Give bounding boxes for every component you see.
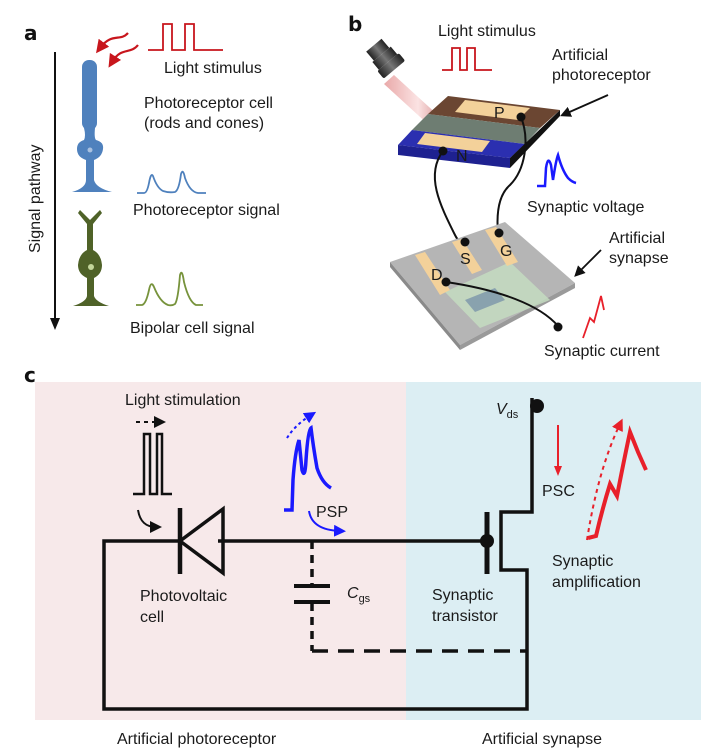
panel-b-letter: b	[348, 12, 362, 36]
signal-pathway-arrowhead	[50, 318, 60, 330]
synaptic-current-waveform	[582, 295, 605, 339]
panel-a-letter: a	[24, 21, 38, 45]
bipolar-signal-waveform	[136, 271, 203, 307]
synapse-pointer-arrow	[574, 249, 602, 277]
wire-p-to-g	[496, 116, 527, 234]
circuit-loop-wire	[102, 398, 534, 711]
region-artificial-synapse	[406, 382, 701, 720]
synaptic-current-label: Synaptic current	[544, 343, 660, 360]
cgs-label: Cgs	[347, 585, 371, 605]
b-light-stimulus-label: Light stimulus	[438, 23, 536, 40]
photoreceptor-cell-label-line2: (rods and cones)	[144, 115, 264, 132]
light-arrow-icon	[108, 44, 139, 68]
bipolar-cell-icon	[73, 210, 109, 306]
photoreceptor-pointer-arrow	[560, 94, 609, 117]
psc-arrowhead	[554, 466, 562, 476]
stimulus-to-diode-arrow	[137, 509, 162, 533]
artificial-synapse-label-line2: synapse	[609, 250, 669, 267]
photoreceptor-signal-label: Photoreceptor signal	[133, 202, 280, 219]
psc-waveform	[587, 425, 648, 540]
artificial-synapse-device: S G D	[390, 222, 575, 350]
light-stimulus-label: Light stimulus	[164, 60, 262, 77]
artificial-photoreceptor-label-line2: photoreceptor	[552, 67, 651, 84]
synaptic-amplification-label-line1: Synaptic	[552, 553, 613, 570]
amplification-growth-arrow	[586, 418, 623, 541]
circuit	[102, 398, 534, 711]
vds-node	[530, 399, 544, 413]
synaptic-voltage-waveform	[537, 151, 577, 188]
terminal-d-label: D	[431, 267, 443, 284]
psp-direction-arrow	[308, 510, 346, 537]
photoreceptor-cell-icon	[72, 60, 112, 192]
terminal-g-label: G	[500, 243, 512, 260]
b-light-stimulus-waveform	[442, 47, 492, 71]
light-stimulation-label: Light stimulation	[125, 392, 241, 409]
signal-pathway-label: Signal pathway	[27, 144, 44, 253]
psp-growth-arrow	[286, 411, 317, 439]
wire-d-out	[445, 281, 559, 327]
photoreceptor-cell-label-line1: Photoreceptor cell	[144, 95, 273, 112]
terminal-n-label: N	[456, 148, 468, 165]
synaptic-transistor-label-line2: transistor	[432, 608, 498, 625]
synaptic-amplification-label-line2: amplification	[552, 574, 641, 591]
bipolar-signal-label: Bipolar cell signal	[130, 320, 255, 337]
photovoltaic-cell-label-line1: Photovoltaic	[140, 588, 227, 605]
vds-label: Vds	[496, 401, 519, 421]
artificial-photoreceptor-label-line1: Artificial	[552, 47, 608, 64]
wire-d-terminal	[553, 322, 563, 332]
panel-a: a Signal pathway Light stimulus Photorec…	[24, 21, 280, 337]
light-stimulation-waveform	[133, 432, 172, 496]
psc-label: PSC	[542, 483, 575, 500]
artificial-photoreceptor-device: P N	[398, 96, 560, 168]
terminal-p-label: P	[494, 105, 505, 122]
panel-c-letter: c	[24, 363, 36, 387]
psp-waveform	[284, 424, 332, 512]
diode-triangle	[177, 505, 225, 577]
light-arrow-icon	[96, 32, 129, 54]
region-artificial-photoreceptor	[35, 382, 406, 720]
light-stimulus-waveform	[148, 23, 223, 51]
capacitor-cgs	[294, 541, 527, 653]
photovoltaic-cell-label-line2: cell	[140, 609, 164, 626]
artificial-synapse-label-line1: Artificial	[609, 230, 665, 247]
synaptic-transistor-label-line1: Synaptic	[432, 587, 493, 604]
region-label-artificial-synapse: Artificial synapse	[482, 731, 602, 748]
panel-b: b Light stimulus Artificial photorecepto…	[348, 12, 669, 360]
terminal-s-label: S	[460, 251, 471, 268]
synaptic-voltage-label: Synaptic voltage	[527, 199, 645, 216]
panel-c: c Light stimulation PSP	[24, 363, 701, 748]
region-label-artificial-photoreceptor: Artificial photoreceptor	[117, 731, 277, 748]
gate-node	[480, 534, 494, 548]
photoreceptor-signal-waveform	[137, 170, 206, 194]
psp-label: PSP	[316, 504, 348, 521]
